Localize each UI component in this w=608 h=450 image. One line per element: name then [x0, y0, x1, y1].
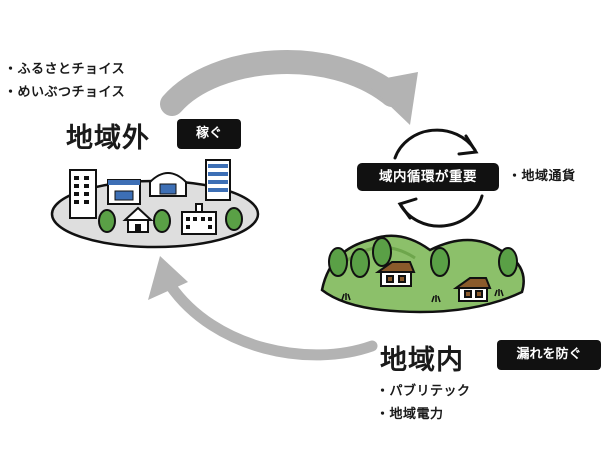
circulation-note: ・地域通貨 — [508, 169, 576, 184]
inside-bullet-2: ・地域電力 — [376, 407, 444, 422]
arrow-head-top — [365, 72, 418, 125]
outside-tag: 稼ぐ — [177, 119, 241, 149]
outside-bullet-1: ・ふるさとチョイス — [4, 62, 126, 77]
inside-title: 地域内 — [380, 345, 464, 376]
outside-title: 地域外 — [66, 123, 150, 154]
circulation-label: 域内循環が重要 — [357, 163, 499, 191]
arrow-head-bottom — [148, 256, 188, 300]
inside-bullet-1: ・パブリテック — [376, 384, 471, 399]
inside-tag: 漏れを防ぐ — [497, 340, 601, 370]
outside-bullet-list: ・ふるさとチョイス ・めいぶつチョイス — [4, 58, 125, 104]
circulation-cycle-arrows — [393, 128, 484, 228]
countryside-illustration — [320, 234, 525, 314]
inside-bullet-list: ・パブリテック ・地域電力 — [376, 380, 471, 426]
return-arrow-bottom — [164, 279, 378, 361]
city-illustration — [50, 159, 260, 249]
outflow-arrow-top — [160, 50, 404, 116]
outside-bullet-2: ・めいぶつチョイス — [4, 85, 126, 100]
